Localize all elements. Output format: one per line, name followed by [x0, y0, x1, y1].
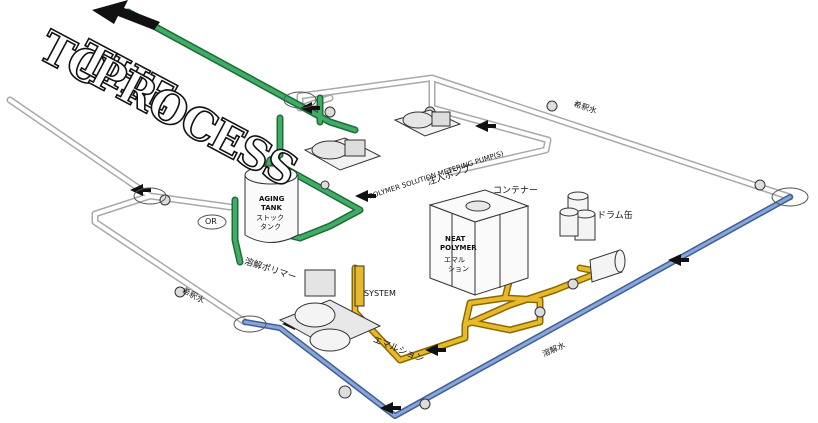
or-label: OR	[205, 218, 217, 226]
aging-tank-label-1: AGING	[259, 196, 284, 203]
aging-tank-jp-1: ストック	[256, 215, 284, 222]
to-process-arrow-icon	[92, 0, 160, 30]
drums-label: ドラム缶	[597, 212, 633, 221]
aging-tank-label-2: TANK	[261, 205, 282, 212]
neat-polymer-jp-2: ション	[448, 266, 469, 273]
drum-icon	[560, 192, 625, 282]
neat-polymer-label-2: POLYMER	[440, 245, 477, 252]
neat-polymer-label-1: NEAT	[445, 236, 465, 243]
container-label: コンテナー	[493, 187, 538, 196]
aging-tank-jp-2: タンク	[260, 224, 281, 231]
neat-polymer-jp-1: エマル	[444, 257, 465, 264]
system-label: SYSTEM	[364, 290, 396, 298]
